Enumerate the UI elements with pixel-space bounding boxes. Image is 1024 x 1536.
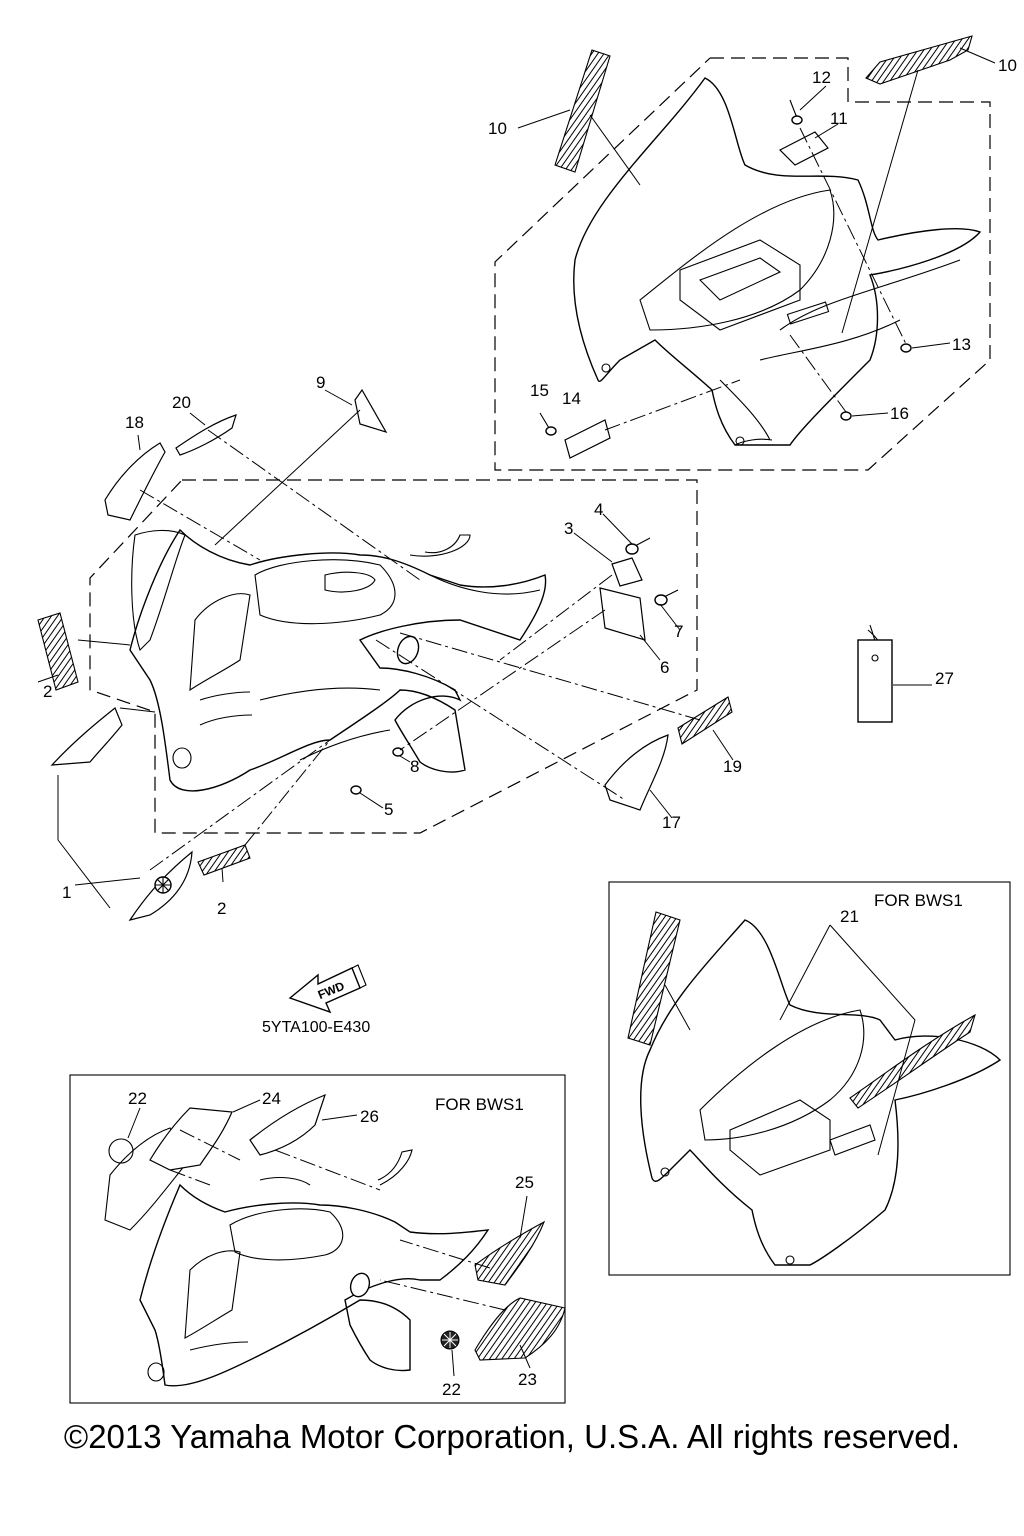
front-fender-body: [129, 528, 547, 792]
callout-4: 4: [594, 500, 603, 519]
callout-11: 11: [830, 109, 848, 128]
nut-5: [350, 785, 362, 795]
decal-25: [474, 1220, 546, 1286]
callout-1: 1: [62, 883, 71, 902]
callout-16: 16: [890, 404, 909, 423]
label-14: [564, 419, 611, 459]
rear-assembly-dashed-boundary: [494, 57, 991, 471]
yamaha-emblem-22: [440, 1330, 460, 1350]
callout-10-right: 10: [998, 56, 1017, 75]
bws1-rear-box: [608, 881, 1011, 1276]
bolt-7: [654, 589, 679, 606]
decal-26: [249, 1093, 326, 1156]
decal-10-left: [554, 49, 611, 173]
callout-5: 5: [384, 800, 393, 819]
decal-2-upper: [37, 612, 79, 691]
bolt-4: [625, 537, 651, 555]
callout-2-lower: 2: [217, 899, 226, 918]
callout-15: 15: [530, 381, 549, 400]
decal-23: [474, 1297, 566, 1361]
callout-21: 21: [840, 907, 859, 926]
front-fender-headlight-vents: [189, 593, 253, 726]
callout-13: 13: [952, 335, 971, 354]
plate-3: [611, 557, 643, 587]
front-assembly-dashed-boundary: [89, 479, 698, 834]
callout-19: 19: [723, 757, 742, 776]
decal-2-lower: [197, 844, 251, 876]
front-fender-tank-cover: [254, 559, 396, 625]
callout-22-upper: 22: [128, 1089, 147, 1108]
decal-17: [604, 734, 669, 811]
bws1-rear-decal-left: [627, 911, 681, 1046]
rivet-12: [789, 99, 803, 125]
callout-3: 3: [564, 519, 573, 538]
callout-10-left: 10: [488, 119, 507, 138]
decal-18: [104, 442, 166, 521]
callout-18: 18: [125, 413, 144, 432]
callout-2-upper: 2: [43, 682, 52, 701]
emblem-22-outline: [108, 1138, 134, 1164]
bws1-front-fender: [104, 1127, 490, 1387]
decal-20: [175, 414, 237, 456]
callout-27: 27: [935, 669, 954, 688]
bws1-rear-box-label: FOR BWS1: [874, 891, 963, 910]
fwd-direction-arrow: FWD: [288, 964, 367, 1014]
callout-17: 17: [662, 813, 681, 832]
decal-1-upper: [50, 707, 123, 766]
rear-fender-body: [573, 77, 982, 446]
rear-fender-wing-right: [759, 259, 961, 361]
copyright-notice: ©2013 Yamaha Motor Corporation, U.S.A. A…: [63, 1418, 961, 1455]
callout-26: 26: [360, 1107, 379, 1126]
bws1-front-box-label: FOR BWS1: [435, 1095, 524, 1114]
tag-27: [857, 624, 932, 723]
label-11: [778, 131, 829, 166]
nut-13: [900, 343, 912, 353]
front-fender-filler-cap: [396, 635, 420, 665]
decal-24: [149, 1107, 233, 1171]
callout-24: 24: [262, 1089, 281, 1108]
rear-bolt-hole-right: [735, 436, 745, 446]
yamaha-emblem-on-decal-1: [154, 876, 172, 894]
bws1-rear-decal-right: [849, 1013, 976, 1109]
callout-12: 12: [812, 68, 831, 87]
rear-fender-group: [494, 57, 991, 471]
callout-9: 9: [316, 373, 325, 392]
plate-6: [599, 587, 646, 641]
decal-10-right: [865, 35, 973, 85]
decal-9: [354, 388, 388, 434]
front-leader-lines: [37, 389, 734, 909]
callout-6: 6: [660, 658, 669, 677]
bws1-front-leaders: [127, 1099, 531, 1377]
front-fender-side-panel: [131, 529, 186, 652]
front-fender-group: [89, 479, 698, 834]
rear-bolt-hole-left: [601, 363, 611, 373]
nut-16: [840, 411, 852, 421]
callout-7: 7: [674, 622, 683, 641]
decal-19: [677, 696, 733, 745]
callout-23: 23: [518, 1370, 537, 1389]
rear-reflector-slot: [786, 301, 830, 325]
rivet-15: [539, 412, 557, 436]
bws1-rear-fender: [640, 919, 1002, 1266]
front-headlight-lens: [172, 747, 192, 769]
bws1-front-box: [69, 1074, 566, 1404]
callout-25: 25: [515, 1173, 534, 1192]
rear-fender-storage-box: [679, 239, 801, 331]
diagram-part-code: 5YTA100-E430: [262, 1019, 370, 1036]
rear-leader-lines: [517, 47, 996, 431]
callout-8: 8: [410, 757, 419, 776]
callout-22-lower: 22: [442, 1380, 461, 1399]
bws1-rear-leaders: [664, 924, 916, 1156]
rear-fender-seat-well: [639, 189, 835, 331]
callout-20: 20: [172, 393, 191, 412]
callout-14: 14: [562, 389, 581, 408]
front-fender-right-wing: [409, 534, 541, 595]
